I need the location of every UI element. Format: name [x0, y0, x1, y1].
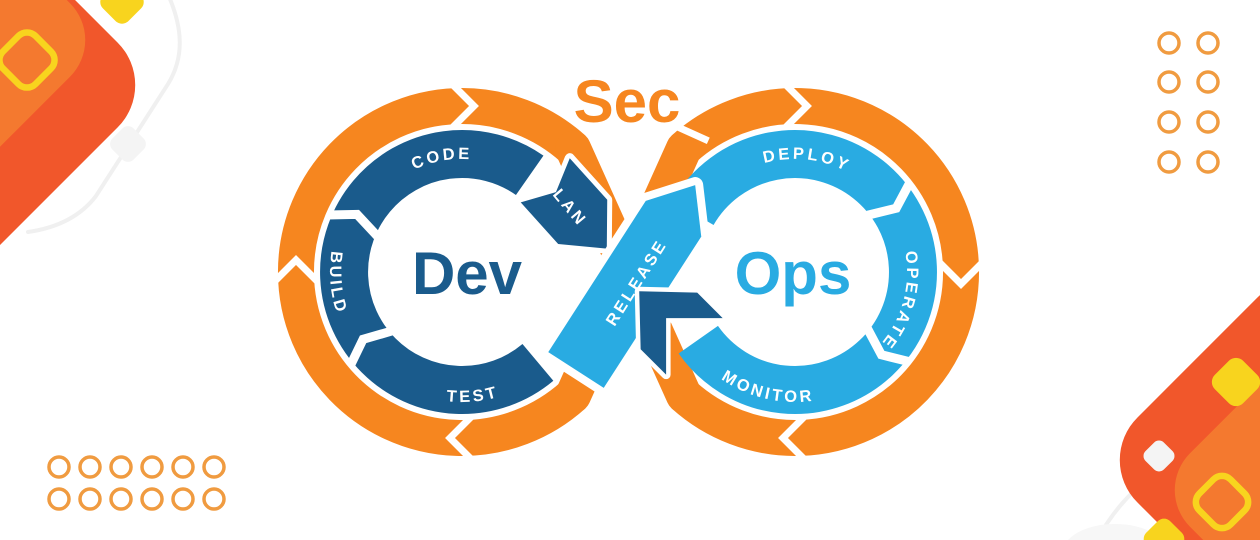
gray-diamond	[1143, 440, 1175, 472]
ops-label: Ops	[735, 240, 852, 307]
yellow-diamond-small	[1143, 518, 1185, 540]
plan-arrow-shape	[515, 153, 613, 254]
arrow-notch-left-top	[449, 81, 479, 131]
dev-label: Dev	[412, 240, 523, 307]
rounded-diamond-light-orange	[0, 0, 86, 196]
arrow-notch-right-side	[936, 259, 986, 289]
yellow-diamond	[100, 0, 144, 24]
notch-deploy-operate	[866, 179, 915, 220]
corner-decoration-top-left	[0, 0, 182, 266]
dev-inner-ring	[320, 130, 554, 414]
rounded-diamond-dark-orange	[0, 0, 136, 266]
arrow-notch-left-side	[271, 255, 321, 285]
return-arrow-shape	[634, 286, 728, 380]
gray-diamond	[110, 126, 146, 162]
infinity-band-right-ring	[671, 88, 980, 456]
yellow-outline-diamond	[0, 29, 58, 91]
yellow-outline-diamond	[1192, 472, 1252, 532]
ops-inner-ring	[672, 130, 937, 414]
dev-center-circle	[366, 176, 558, 368]
gray-curve-line	[26, 0, 182, 234]
sec-title: Sec	[574, 68, 681, 135]
yellow-diamond	[1211, 357, 1260, 407]
inner-ring-arrow-notches	[327, 179, 915, 368]
build-label: BUILD	[326, 250, 351, 316]
infinity-band-arrow-notches	[271, 81, 986, 463]
band-junction-cut	[672, 122, 710, 144]
corner-decoration-bottom-right	[1068, 279, 1260, 540]
test-label: TEST	[446, 383, 501, 406]
infinity-band-left-ring	[277, 88, 586, 456]
arrow-notch-left-bottom	[445, 413, 475, 463]
release-ribbon-shape	[540, 177, 710, 396]
arrow-notch-right-top	[782, 81, 812, 131]
ops-center-circle	[699, 176, 891, 368]
notch-operate-monitor	[863, 326, 912, 367]
arrow-notch-right-bottom	[778, 413, 808, 463]
rounded-diamond-light-orange	[1174, 334, 1260, 540]
notch-code-build	[327, 209, 381, 240]
notch-build-test	[346, 326, 393, 368]
dot-grid-top-right	[1157, 31, 1220, 174]
dot-grid-bottom-left	[47, 455, 226, 511]
rounded-diamond-dark-orange	[1119, 279, 1260, 540]
gray-blob	[1068, 524, 1162, 540]
